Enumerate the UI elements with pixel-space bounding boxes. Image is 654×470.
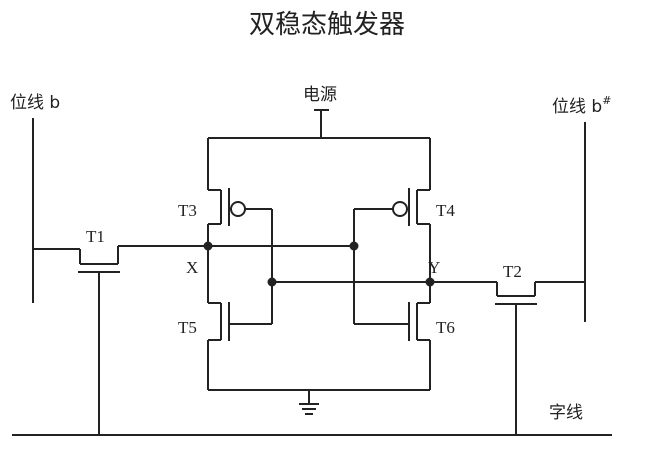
t5-label: T5 bbox=[178, 318, 197, 337]
t3-label: T3 bbox=[178, 201, 197, 220]
transistor-t1: T1 bbox=[33, 227, 208, 435]
transistor-t6: T6 bbox=[354, 302, 455, 341]
bitline-right-label: 位线 b# bbox=[552, 94, 611, 117]
wordline-label: 字线 bbox=[549, 403, 583, 423]
wordline: 字线 bbox=[12, 403, 612, 436]
cross-coupling bbox=[203, 209, 435, 324]
transistor-t3: T3 bbox=[178, 188, 272, 226]
power-supply: 电源 bbox=[208, 85, 430, 139]
node-x-label: X bbox=[186, 258, 198, 277]
bitline-right: 位线 b# bbox=[552, 94, 611, 322]
transistor-t4: T4 bbox=[354, 188, 455, 226]
t6-label: T6 bbox=[436, 318, 455, 337]
node-y-label: Y bbox=[428, 258, 440, 277]
bitline-right-text: 位线 b bbox=[552, 97, 602, 117]
t4-label: T4 bbox=[436, 201, 455, 220]
ground bbox=[207, 340, 431, 415]
t2-label: T2 bbox=[503, 262, 522, 281]
diagram-title: 双稳态触发器 bbox=[248, 10, 405, 40]
bitline-right-sup: # bbox=[602, 94, 611, 107]
power-label: 电源 bbox=[303, 85, 337, 105]
t1-label: T1 bbox=[86, 227, 105, 246]
junction-dot bbox=[267, 277, 277, 287]
bitline-left-label: 位线 b bbox=[10, 93, 60, 113]
junction-dot bbox=[349, 241, 359, 251]
transistor-t2: T2 bbox=[430, 262, 585, 435]
transistor-t5: T5 bbox=[178, 302, 272, 341]
bitline-left: 位线 b bbox=[10, 93, 60, 303]
